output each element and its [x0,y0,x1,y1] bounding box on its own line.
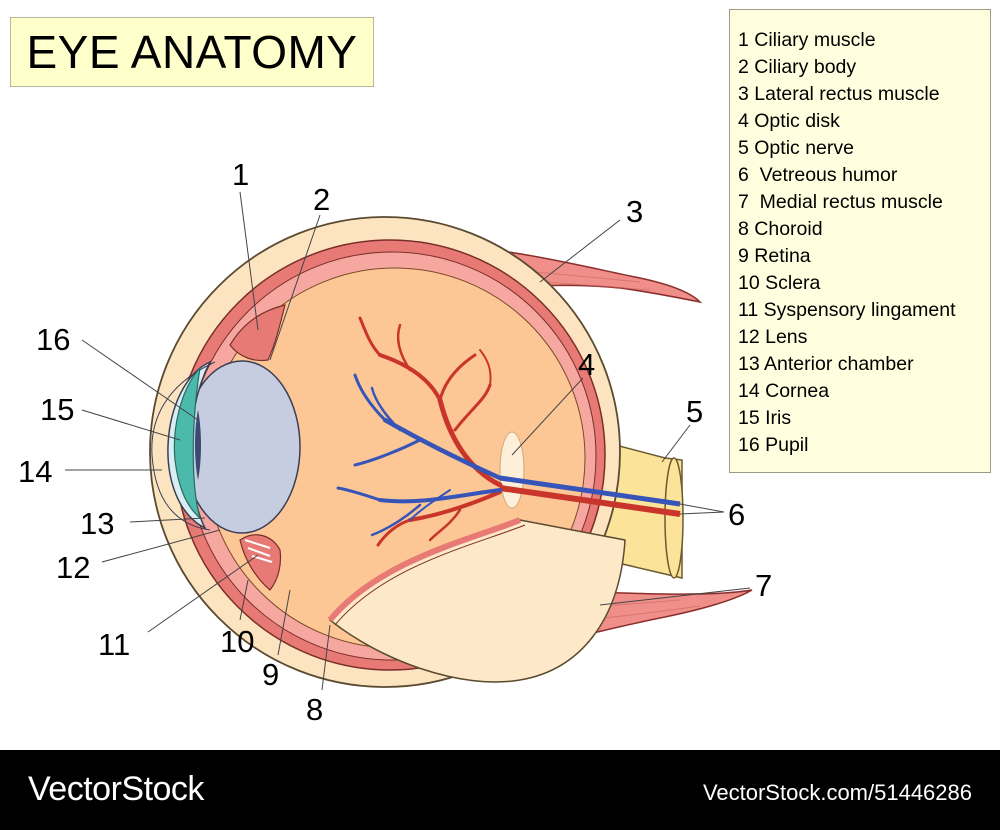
legend-box: 1 Ciliary muscle 2 Ciliary body 3 Latera… [729,9,991,473]
callout-2: 2 [313,182,330,217]
legend-item: 6 Vetreous humor [738,164,898,186]
legend-item: 3 Lateral rectus muscle [738,83,940,105]
callout-15: 15 [40,392,74,427]
callout-6: 6 [728,497,745,532]
artery-main [499,485,681,517]
callout-13: 13 [80,506,114,541]
callout-8: 8 [306,692,323,727]
callout-7: 7 [755,568,772,603]
pupil [195,410,201,480]
legend-item: 11 Syspensory lingament [738,299,956,321]
legend-item: 16 Pupil [738,434,809,456]
legend-item: 7 Medial rectus muscle [738,191,943,213]
legend-item: 5 Optic nerve [738,137,854,159]
stock-id: VectorStock.com/51446286 [702,780,972,805]
eye-diagram: 1 2 3 4 5 6 7 8 9 10 11 12 13 14 15 16 [18,157,772,727]
legend-item: 9 Retina [738,245,811,267]
callout-11: 11 [98,627,130,662]
legend-item: 14 Cornea [738,380,830,402]
iris [173,366,202,520]
arteries [358,316,503,547]
legend-item: 1 Ciliary muscle [738,29,876,51]
callout-10: 10 [220,624,254,659]
legend-item: 10 Sclera [738,272,821,294]
callout-5: 5 [686,394,703,429]
callout-12: 12 [56,550,90,585]
brand-logo: VectorStock [28,770,204,808]
leader-lines [65,191,751,691]
callout-16: 16 [36,322,70,357]
page-title: EYE ANATOMY [26,26,358,78]
callout-9: 9 [262,657,279,692]
footer-bar: VectorStock VectorStock.com/51446286 [0,750,1000,830]
legend-item: 4 Optic disk [738,110,840,132]
legend-item: 2 Ciliary body [738,56,857,78]
title-box: EYE ANATOMY [10,17,374,87]
callout-1: 1 [232,157,249,192]
optic-disk [499,431,525,509]
callout-3: 3 [626,194,643,229]
callout-4: 4 [578,347,595,382]
legend-item: 15 Iris [738,407,792,429]
ciliary-body-upper [229,304,286,362]
legend-item: 13 Anterior chamber [738,353,914,375]
lens [183,360,301,534]
callout-14: 14 [18,454,52,489]
veins [336,373,503,537]
legend-item: 12 Lens [738,326,808,348]
vein-main [499,475,681,507]
legend-item: 8 Choroid [738,218,823,240]
